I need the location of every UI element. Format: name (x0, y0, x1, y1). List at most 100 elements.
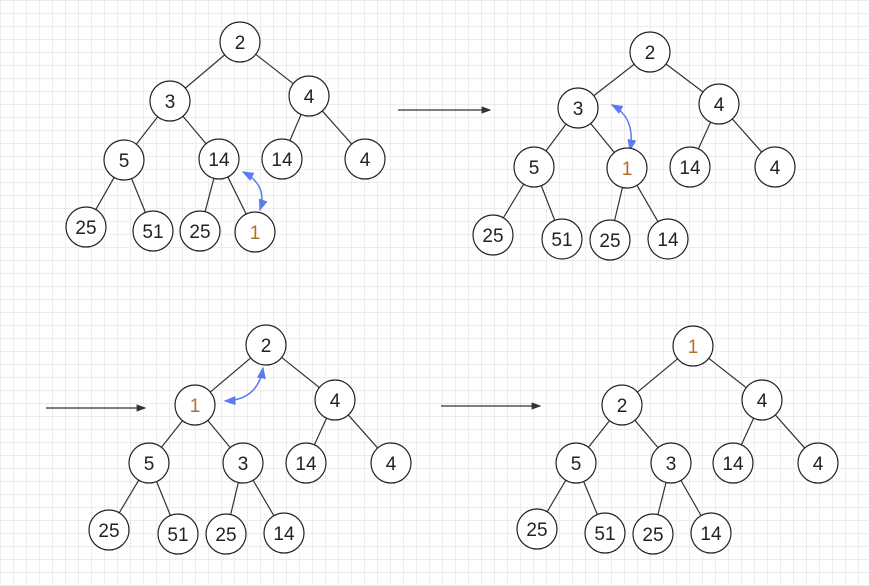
node-label: 25 (599, 231, 620, 252)
node-label: 4 (770, 158, 781, 179)
tree-edge (95, 177, 115, 210)
tree-edge (281, 356, 320, 389)
node-label: 5 (119, 151, 130, 172)
node-label: 4 (304, 87, 315, 108)
tree-node (632, 513, 674, 555)
tree-edge (207, 420, 231, 448)
tree-node (472, 214, 514, 256)
tree-node (754, 146, 796, 188)
tree-node (690, 512, 732, 554)
tree-edge (634, 419, 659, 449)
node-label: 14 (700, 524, 722, 545)
node-label: 51 (167, 525, 188, 546)
tree-node (149, 80, 191, 122)
swap-arrow (223, 366, 266, 406)
node-label: 1 (688, 337, 699, 358)
tree-edge (255, 53, 294, 85)
tree-edge (502, 183, 525, 219)
tree-node (601, 384, 643, 426)
tree-node (132, 210, 174, 252)
node-label: 25 (98, 521, 119, 542)
tree-node (647, 218, 689, 260)
tree-edge (774, 414, 806, 449)
node-label: 5 (144, 454, 155, 475)
tree-node (103, 139, 145, 181)
tree-node (179, 210, 221, 252)
node-label: 4 (757, 391, 768, 412)
tree-edge (184, 54, 226, 89)
tree-edge (209, 357, 252, 393)
node-label: 51 (142, 222, 163, 243)
node-label: 4 (360, 150, 371, 171)
swap-arrow (610, 104, 637, 152)
node-label: 25 (482, 226, 503, 247)
tree-edge (587, 420, 611, 448)
tree-node (344, 138, 386, 180)
node-label: 2 (235, 33, 246, 54)
tree-node (606, 147, 648, 189)
tree-edge (708, 357, 747, 389)
tree-node (285, 442, 327, 484)
tree-node (629, 31, 671, 73)
node-label: 4 (386, 454, 397, 475)
node-label: 14 (295, 454, 317, 475)
node-label: 51 (594, 524, 615, 545)
tree-node (650, 442, 692, 484)
tree-node (555, 442, 597, 484)
tree-edge (590, 123, 615, 153)
tree-edge (182, 115, 207, 145)
node-label: 14 (208, 150, 230, 171)
tree-edge (347, 414, 379, 449)
tree-node (589, 219, 631, 261)
tree-node (288, 75, 330, 117)
node-label: 14 (722, 454, 744, 475)
node-label: 1 (250, 223, 261, 244)
tree-node (198, 138, 240, 180)
tree-edge (160, 420, 184, 448)
tree-edge (118, 479, 140, 514)
tree-edge (665, 63, 704, 93)
tree-node (370, 442, 412, 484)
tree-node (712, 442, 754, 484)
tree-node (513, 146, 555, 188)
tree-edge (227, 176, 247, 215)
node-label: 25 (189, 222, 210, 243)
tree-node (584, 512, 626, 554)
node-label: 14 (679, 158, 701, 179)
node-label: 3 (573, 99, 584, 120)
tree-edge (156, 481, 171, 516)
tree-node (516, 508, 558, 550)
tree-node (222, 442, 264, 484)
tree-edge (546, 479, 567, 513)
node-label: 5 (529, 158, 540, 179)
node-label: 3 (666, 454, 677, 475)
tree-node (797, 442, 839, 484)
node-label: 2 (617, 396, 628, 417)
tree-node (741, 379, 783, 421)
tree-node (219, 21, 261, 63)
tree-edge (697, 121, 712, 150)
tree-node (263, 512, 305, 554)
tree-node (541, 218, 583, 260)
tree-edge (731, 118, 763, 153)
node-label: 14 (273, 524, 295, 545)
node-label: 14 (271, 150, 293, 171)
node-label: 2 (645, 43, 656, 64)
node-label: 5 (571, 454, 582, 475)
node-label: 4 (330, 391, 341, 412)
node-label: 14 (657, 230, 679, 251)
node-label: 3 (165, 92, 176, 113)
node-label: 25 (526, 520, 547, 541)
node-label: 25 (75, 218, 96, 239)
node-label: 25 (215, 525, 236, 546)
tree-node (669, 146, 711, 188)
tree-edge (545, 123, 567, 152)
node-label: 1 (622, 159, 633, 180)
node-label: 3 (238, 454, 249, 475)
tree-edge (636, 358, 679, 393)
tree-edge (135, 116, 159, 145)
tree-node (314, 379, 356, 421)
tree-edge (131, 178, 146, 213)
tree-node (698, 83, 740, 125)
